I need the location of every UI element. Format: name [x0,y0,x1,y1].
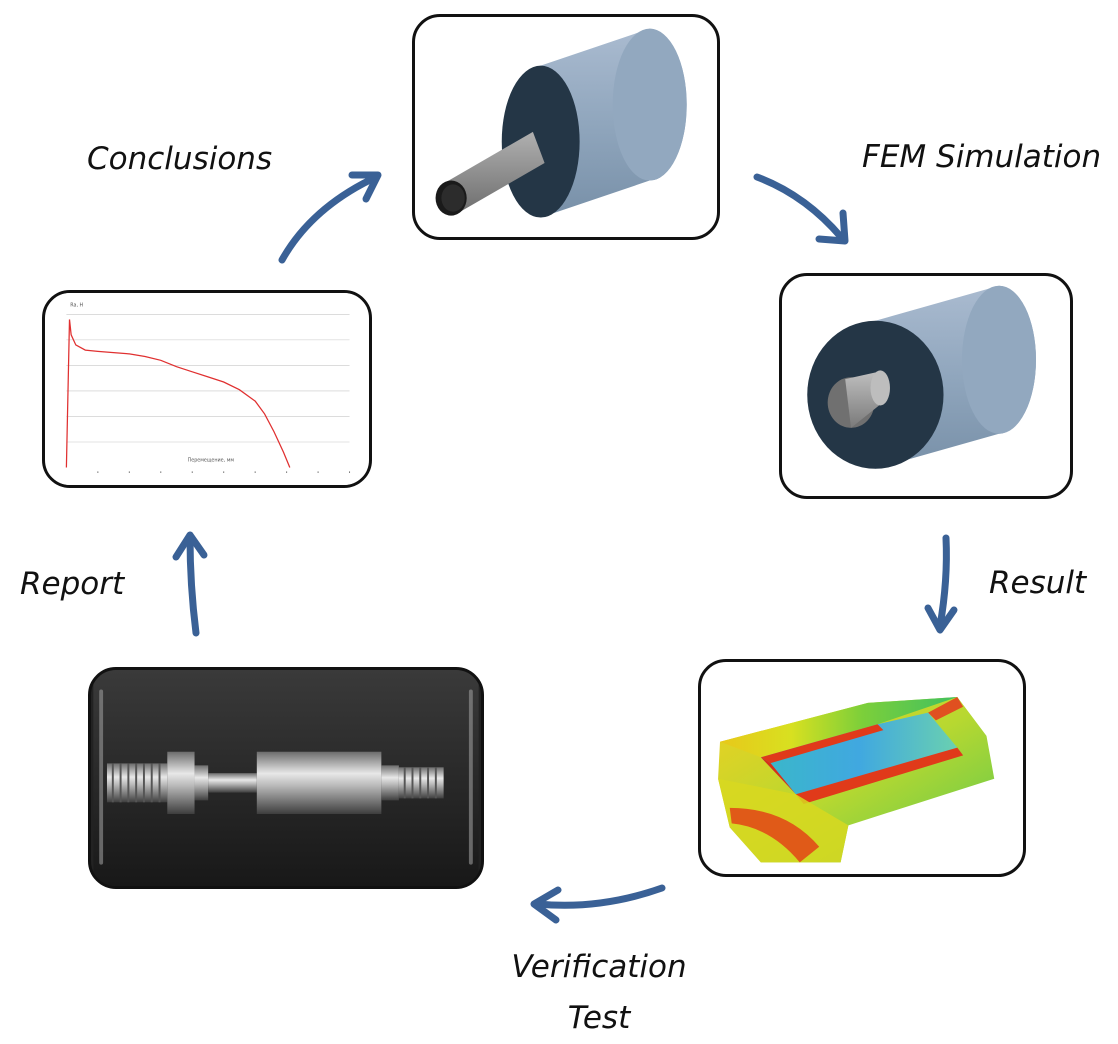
machined-shaft-photo [93,670,479,886]
arrow-conclusions [278,171,382,264]
x-tick [223,471,225,473]
x-tick [317,471,319,473]
x-tick [160,471,162,473]
label-conclusions: Conclusions [87,141,273,177]
label-report: Report [20,566,125,602]
load-displacement-chart: Ra, H Перемещение, мм [47,293,367,485]
arrow-verification [530,884,666,924]
x-tick [349,471,351,473]
arrow-fem-simulation [753,173,849,245]
fem-result-panel [698,659,1026,877]
x-axis-ticks [97,471,351,473]
stress-contour-image [718,697,995,863]
cylinder-section-image [807,285,1036,469]
arrow-report [172,531,208,637]
label-result: Result [989,565,1087,601]
arrow-result [924,534,958,634]
x-tick [128,471,130,473]
part-photo-panel [88,667,484,889]
x-tick [286,471,288,473]
series-line [65,319,291,468]
chart-corner-label: Ra, H [70,303,83,309]
label-fem-simulation: FEM Simulation [862,139,1102,175]
result-panel [779,273,1073,499]
report-chart-panel: Ra, H Перемещение, мм [42,290,372,488]
label-verification: Verification Test [509,948,689,1038]
fem-model-panel [412,14,720,240]
chart-grid [66,314,350,443]
x-tick [97,471,99,473]
cylinder-model-image [435,28,687,218]
label-verification-line1: Verification [511,949,687,985]
label-verification-line2: Test [567,999,631,1036]
x-tick [191,471,193,473]
x-tick [254,471,256,473]
x-axis-label: Перемещение, мм [188,458,235,464]
